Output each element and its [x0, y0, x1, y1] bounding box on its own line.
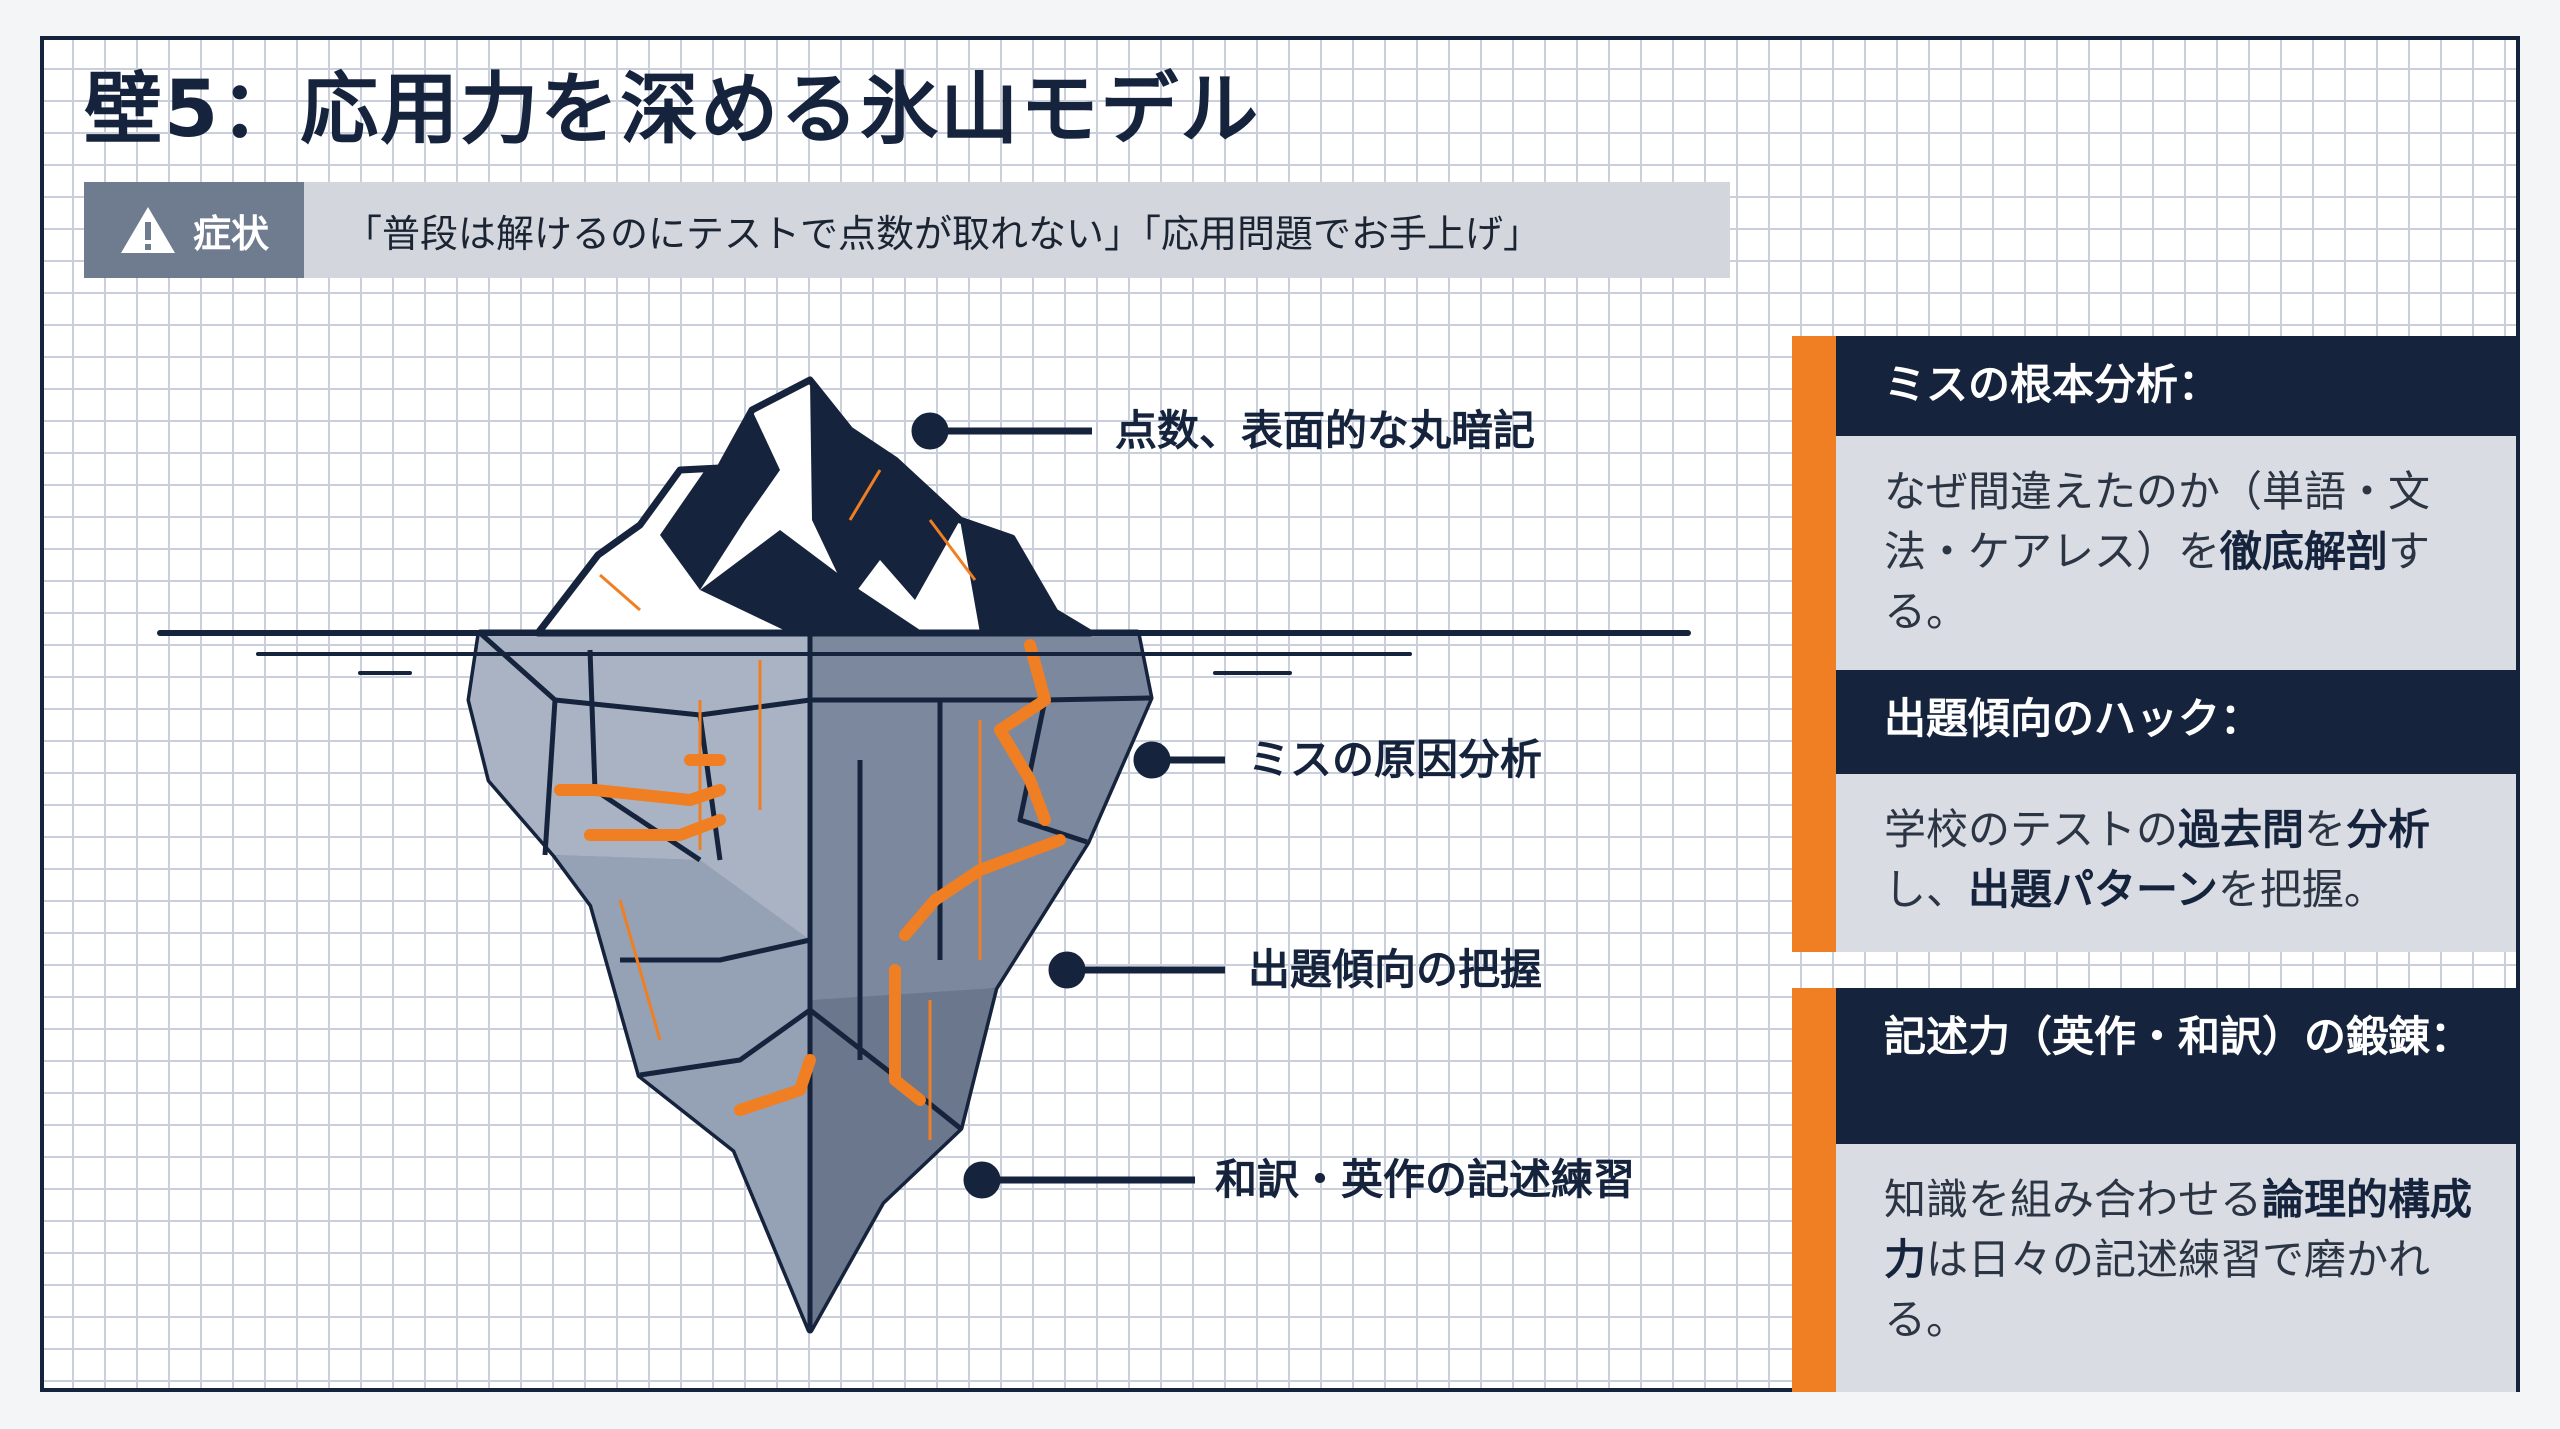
- panel-body-emphasis: 出題パターン: [1968, 865, 2218, 914]
- panel-body-text: は日々の記述練習で磨かれる。: [1884, 1235, 2431, 1344]
- panel-trend-hack: 出題傾向のハック： 学校のテストの過去問を分析し、出題パターンを把握。: [1792, 670, 2516, 952]
- panel-body-text: する。: [1884, 527, 2431, 636]
- callout-writing-practice: 和訳・英作の記述練習: [1215, 1155, 1636, 1204]
- panel-accent: [1792, 988, 1836, 1392]
- panel-accent: [1792, 670, 1836, 952]
- symptom-tag: 症状: [84, 182, 304, 278]
- panel-writing-training: 記述力（英作・和訳）の鍛錬： 知識を組み合わせる論理的構成力は日々の記述練習で磨…: [1792, 988, 2516, 1392]
- panel-mistake-analysis: ミスの根本分析： なぜ間違えたのか（単語・文法・ケアレス）を徹底解剖する。: [1792, 336, 2516, 670]
- panel-body-text: なぜ間違えたのか（単語・文法・ケアレス）を: [1884, 467, 2431, 576]
- symptom-text: 「普段は解けるのにテストで点数が取れない」「応用問題でお手上げ」: [344, 211, 1542, 256]
- iceberg-diagram: [157, 376, 1691, 1334]
- panel-body: 学校のテストの過去問を分析し、出題パターンを把握。: [1836, 774, 2516, 952]
- symptom-tag-label: 症状: [192, 211, 269, 256]
- callout-trend-grasp: 出題傾向の把握: [1248, 945, 1543, 994]
- panel-heading: 出題傾向のハック：: [1836, 670, 2516, 774]
- panel-body-text: 知識を組み合わせる: [1884, 1175, 2263, 1224]
- panel-heading: 記述力（英作・和訳）の鍛錬：: [1836, 988, 2516, 1144]
- panel-body-emphasis: 過去問: [2178, 805, 2305, 854]
- panel-body-text: し、: [1884, 865, 1969, 914]
- panel-heading: ミスの根本分析：: [1836, 336, 2516, 436]
- panel-body-text: 学校のテストの: [1884, 805, 2179, 854]
- panel-body-emphasis: 分析: [2346, 805, 2431, 854]
- symptom-bar: 症状 「普段は解けるのにテストで点数が取れない」「応用問題でお手上げ」: [84, 182, 1730, 278]
- panel-body-emphasis: 徹底解剖: [2220, 527, 2389, 576]
- panel-body-emphasis: 論理的構成力: [1884, 1175, 2473, 1284]
- strategy-panels: ミスの根本分析： なぜ間違えたのか（単語・文法・ケアレス）を徹底解剖する。 出題…: [1792, 336, 2516, 1392]
- callout-surface: 点数、表面的な丸暗記: [1115, 406, 1536, 455]
- panel-accent: [1792, 336, 1836, 670]
- panel-body: なぜ間違えたのか（単語・文法・ケアレス）を徹底解剖する。: [1836, 436, 2516, 670]
- page-title: 壁5：応用力を深める氷山モデル: [84, 65, 1261, 155]
- panel-body-text: を把握。: [2217, 865, 2386, 914]
- warning-icon: [120, 207, 175, 253]
- panel-body-text: を: [2304, 805, 2347, 854]
- panel-body: 知識を組み合わせる論理的構成力は日々の記述練習で磨かれる。: [1836, 1144, 2516, 1392]
- callout-mistake-analysis: ミスの原因分析: [1248, 735, 1543, 784]
